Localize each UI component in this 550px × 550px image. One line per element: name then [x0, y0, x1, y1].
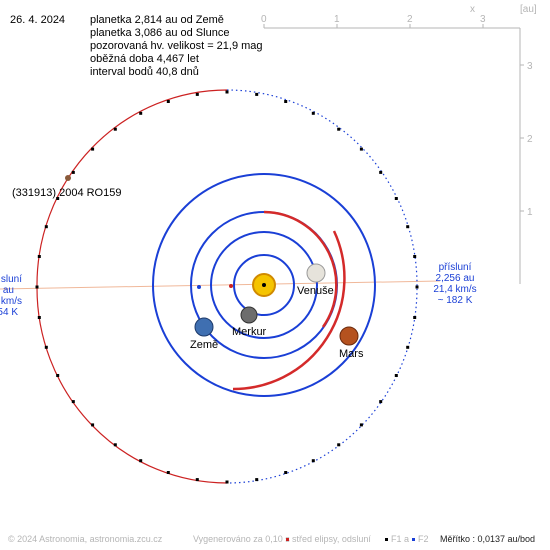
footer: © 2024 Astronomia, astronomia.zcu.cz Vyg…: [8, 534, 535, 544]
y-tick-2: 2: [527, 134, 533, 145]
orbit-point: [195, 478, 199, 482]
x-tick-2: 2: [407, 14, 413, 25]
svg-text:54 K: 54 K: [0, 307, 18, 318]
apsis-line: [0, 280, 441, 290]
focus-marker: [197, 285, 201, 289]
mars-label: Mars: [339, 348, 364, 360]
mars-orbit-arc: [232, 230, 346, 391]
svg-text:přísluní: přísluní: [439, 262, 472, 273]
sun-icon: [252, 273, 276, 297]
orbit-point: [379, 170, 383, 174]
asteroid-icon: [65, 175, 71, 181]
top-axis: 0 1 2 3 x [au]: [261, 4, 537, 29]
orbit-point: [413, 316, 417, 319]
orbit-point: [35, 285, 39, 289]
x-tick-0: 0: [261, 14, 267, 25]
x-tick-3: 3: [480, 14, 486, 25]
orbit-point: [139, 459, 143, 463]
mercury-orbit: [233, 254, 295, 316]
orbit-point: [255, 478, 259, 482]
venus-icon: [306, 263, 326, 283]
footer-copyright: © 2024 Astronomia, astronomia.zcu.cz: [8, 534, 163, 544]
footer-legend-center: střed elipsy, odsluní: [292, 534, 371, 544]
orbit-point: [113, 127, 117, 131]
orbit-point: [91, 147, 95, 151]
orbit-point: [56, 197, 60, 200]
footer-scale: Měřítko : 0,0137 au/bod: [440, 534, 535, 544]
svg-text:km/s: km/s: [1, 296, 22, 307]
earth-icon: [194, 317, 214, 337]
earth-orbit-arc: [263, 210, 338, 328]
venus-orbit: [210, 231, 318, 339]
right-axis: 3 2 1: [519, 28, 533, 284]
venus-label: Venuše: [297, 285, 334, 297]
orbit-point: [337, 127, 341, 131]
orbit-point: [311, 459, 315, 463]
asteroid-label: (331913) 2004 RO159: [12, 187, 121, 199]
perihelion-right-label: přísluní 2,256 au 21,4 km/s ~ 182 K: [433, 262, 476, 306]
orbit-point: [255, 92, 259, 96]
orbit-point: [56, 374, 60, 377]
mercury-label: Merkur: [232, 326, 267, 338]
orbit-point: [44, 225, 48, 229]
orbit-point: [37, 316, 41, 319]
orbit-point: [225, 90, 229, 94]
orbit-point: [284, 471, 288, 474]
orbit-point: [44, 345, 48, 349]
ellipse-center-marker: [229, 284, 233, 288]
orbit-point: [337, 443, 341, 447]
mars-orbit: [152, 173, 376, 397]
orbit-point: [91, 423, 95, 427]
orbit-point: [311, 111, 315, 115]
x-axis-label: x: [470, 4, 475, 15]
svg-text:~ 182 K: ~ 182 K: [438, 295, 473, 306]
svg-text:2,256 au: 2,256 au: [436, 273, 475, 284]
info-line-2: planetka 3,086 au od Slunce: [90, 27, 229, 39]
mercury-icon: [240, 306, 258, 324]
orbit-point: [139, 111, 143, 115]
unit-label: [au]: [520, 4, 537, 15]
footer-legend-f1: F1 a: [391, 534, 409, 544]
orbit-point: [166, 100, 170, 103]
orbit-point: [225, 480, 229, 484]
orbit-point: [284, 100, 288, 103]
orbit-point: [413, 255, 417, 258]
info-line-5: interval bodů 40,8 dnů: [90, 66, 199, 78]
footer-legend-f2: F2: [418, 534, 429, 544]
orbit-point: [359, 147, 363, 151]
earth-label: Země: [190, 339, 218, 351]
orbit-point: [71, 170, 75, 174]
orbit-point: [166, 471, 170, 474]
perihelion-left-label: sluní 9 au km/s 54 K: [0, 274, 22, 318]
orbit-point: [37, 255, 41, 258]
orbit-point: [359, 423, 363, 427]
orbit-point: [113, 443, 117, 447]
date-label: 26. 4. 2024: [10, 14, 65, 26]
orbit-point: [379, 400, 383, 404]
info-line-4: oběžná doba 4,467 let: [90, 53, 199, 65]
svg-text:9 au: 9 au: [0, 285, 14, 296]
orbit-point: [406, 345, 410, 349]
svg-text:21,4 km/s: 21,4 km/s: [433, 284, 476, 295]
footer-generated: Vygenerováno za 0,10 s: [193, 534, 290, 544]
y-tick-1: 1: [527, 207, 533, 218]
orbit-point: [415, 285, 419, 289]
orbit-point: [195, 92, 199, 96]
orbit-point: [71, 400, 75, 404]
orbit-point: [394, 374, 398, 377]
info-line-1: planetka 2,814 au od Země: [90, 14, 224, 26]
x-tick-1: 1: [334, 14, 340, 25]
orbit-point: [394, 197, 398, 200]
mars-icon: [339, 326, 359, 346]
svg-text:sluní: sluní: [1, 274, 22, 285]
y-tick-3: 3: [527, 61, 533, 72]
info-line-3: pozorovaná hv. velikost = 21,9 mag: [90, 40, 263, 52]
orbit-point: [406, 225, 410, 229]
